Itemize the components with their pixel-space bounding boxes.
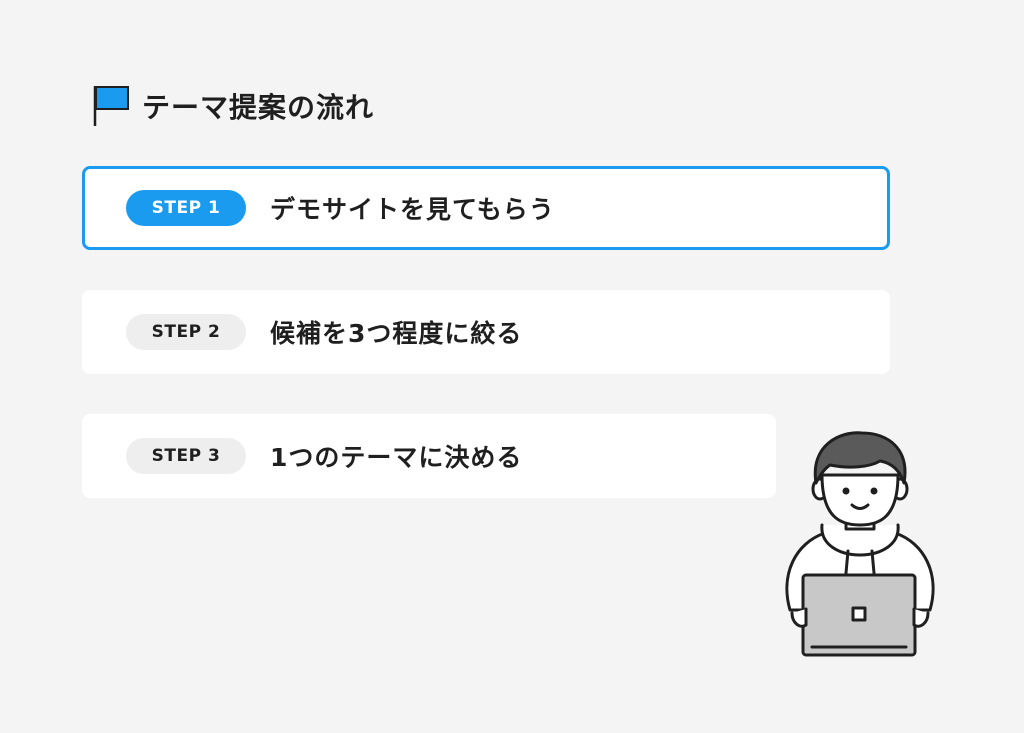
page-title: テーマ提案の流れ (142, 91, 375, 124)
step-badge-3: STEP 3 (126, 438, 246, 474)
step-card-1: STEP 1 デモサイトを見てもらう (82, 166, 890, 250)
page-header: テーマ提案の流れ (92, 84, 374, 128)
step-card-2: STEP 2 候補を3つ程度に絞る (82, 290, 890, 374)
step-badge-2: STEP 2 (126, 314, 246, 350)
person-with-laptop-icon (770, 425, 950, 665)
step-label-1: デモサイトを見てもらう (270, 195, 555, 224)
flag-icon (92, 84, 132, 128)
step-label-2: 候補を3つ程度に絞る (270, 319, 523, 348)
step-label-3: 1つのテーマに決める (270, 443, 523, 472)
step-card-3: STEP 3 1つのテーマに決める (82, 414, 776, 498)
step-badge-1: STEP 1 (126, 190, 246, 226)
